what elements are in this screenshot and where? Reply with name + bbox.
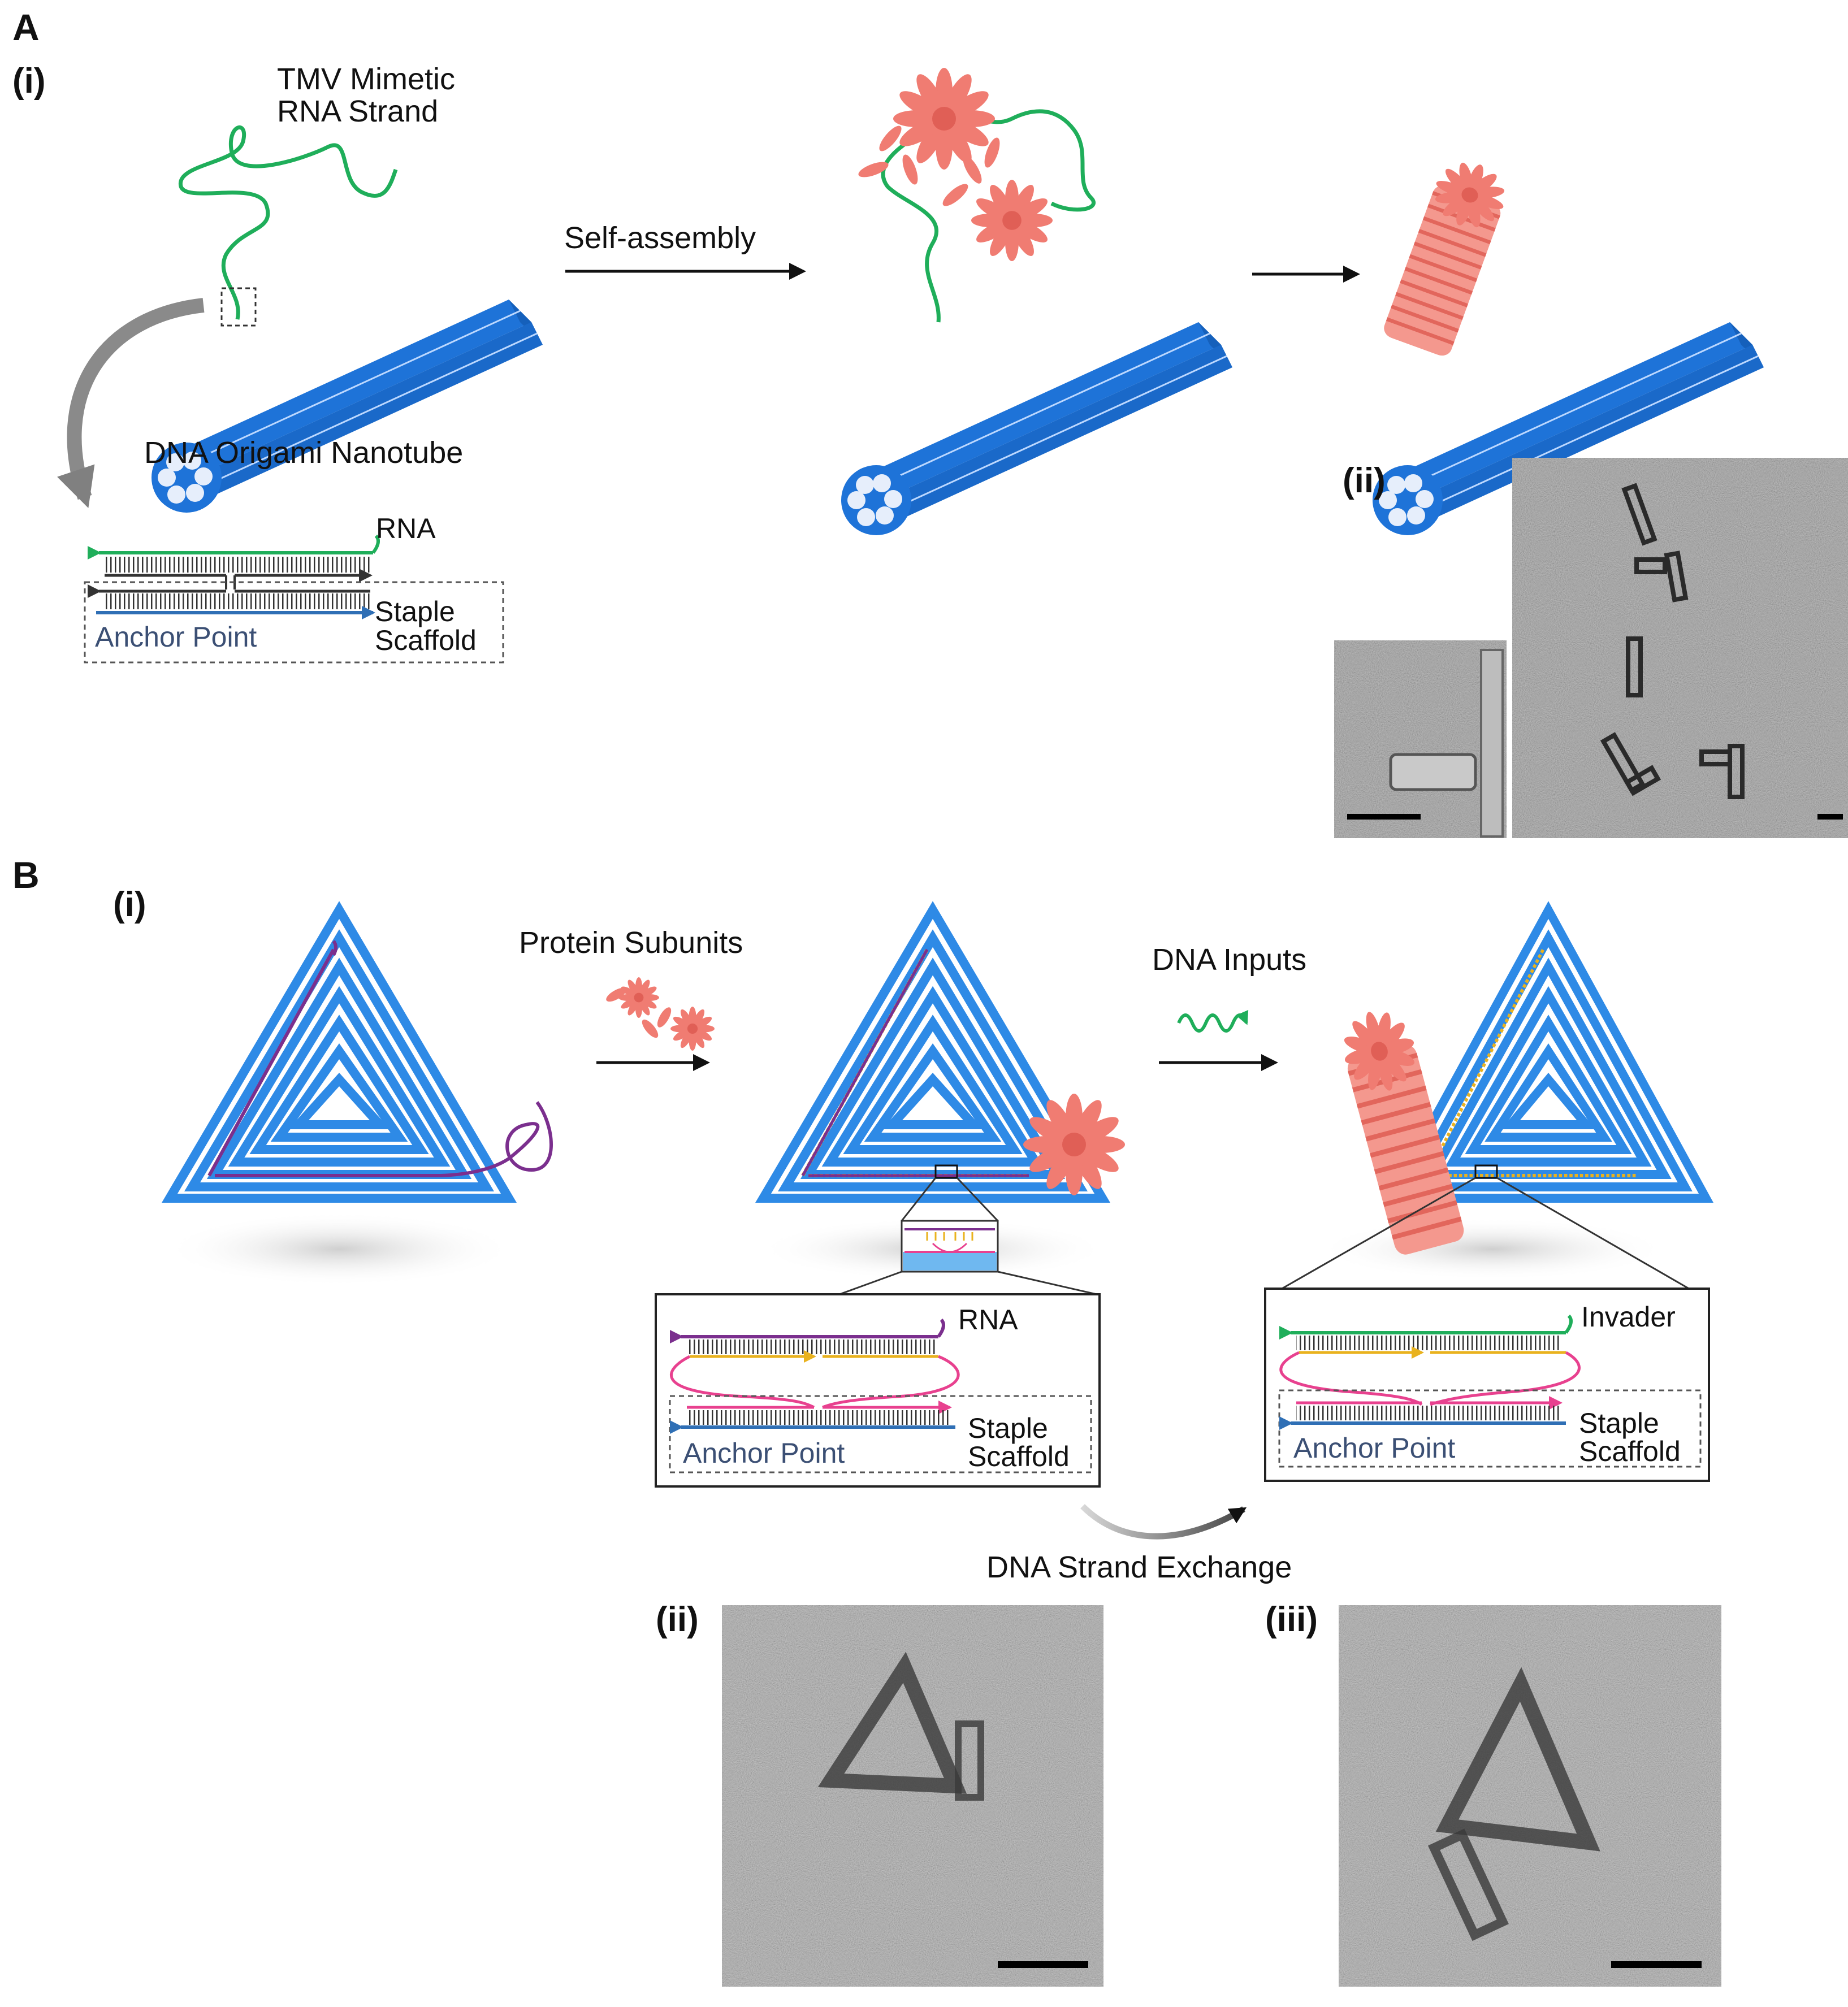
inset-b-left-anchor-label: Anchor Point [683,1437,845,1469]
protein-subunits-icon [606,977,715,1051]
inset-box-left [655,1293,1101,1488]
inset-b-right-invader-label: Invader [1581,1301,1676,1333]
panel-b-letter: B [12,854,40,896]
inset-b-left-rna-label: RNA [958,1304,1018,1336]
inset-b-left-scaffold-label: Scaffold [968,1441,1070,1472]
inset-b-right-staple-label: Staple [1579,1407,1659,1439]
nanotube-left [150,298,544,514]
panel-a-sub-ii: (ii) [1343,461,1386,500]
inset-a-anchor-label: Anchor Point [95,621,257,653]
anchor-box [220,287,257,327]
strand-exchange-label: DNA Strand Exchange [986,1550,1292,1584]
panel-b-sub-i: (i) [113,885,146,924]
rna-strand-purple-1 [207,940,553,1177]
em-image-a-small [1334,640,1507,838]
rna-strand-label: TMV Mimetic RNA Strand [277,63,455,127]
shadow-tri-1 [164,1212,514,1286]
em-image-b-ii [722,1605,1103,1987]
nanotube-middle [840,321,1234,536]
inset-b-right-anchor-label: Anchor Point [1293,1432,1456,1464]
inset-box-right [1264,1288,1710,1482]
panel-a-sub-i: (i) [12,62,46,101]
zoom-lines-left [901,1177,999,1222]
inset-b-right-scaffold-label: Scaffold [1579,1436,1681,1467]
inset-a-rna-label: RNA [376,513,436,544]
panel-b-sub-ii: (ii) [656,1600,699,1639]
self-assembly-label: Self-assembly [564,221,756,255]
mini-zoom-left [839,1220,1097,1295]
dna-inputs-label: DNA Inputs [1152,943,1307,977]
inset-b-left-staple-label: Staple [968,1412,1048,1444]
dna-inputs-icon [1177,1009,1249,1033]
rna-label-line2: RNA Strand [277,94,439,128]
shadow-tri-3 [1317,1218,1668,1280]
rna-strand-left [179,125,398,320]
zoom-arrow [57,298,205,508]
strand-exchange-arrow [1080,1504,1247,1540]
inset-a-scaffold-label: Scaffold [375,625,477,656]
rna-label-line1: TMV Mimetic [277,62,455,96]
em-image-a-large [1512,458,1848,838]
nanotube-label: DNA Origami Nanotube [144,436,464,470]
panel-a-letter: A [12,6,40,48]
protein-rod-right [1381,153,1514,358]
inset-duplex-a [84,534,504,664]
protein-cluster-middle [858,68,1053,261]
em-image-b-iii [1339,1605,1721,1987]
protein-subunits-label: Protein Subunits [519,926,743,960]
inset-a-staple-label: Staple [375,596,455,627]
panel-b-sub-iii: (iii) [1265,1600,1318,1639]
zoom-lines-right [1271,1177,1699,1295]
